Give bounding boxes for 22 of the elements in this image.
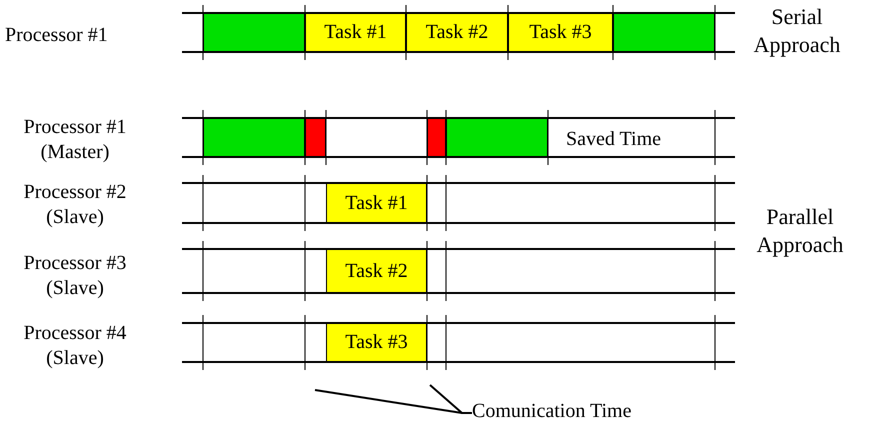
task-block: Task #2 — [326, 249, 427, 293]
task-block: Task #1 — [305, 13, 406, 52]
row-label: Processor #1 (Master) — [22, 115, 128, 165]
leader-line — [429, 384, 472, 414]
communication-block — [305, 118, 326, 157]
process-block — [446, 118, 548, 157]
process-block — [203, 13, 305, 52]
approach-label: Parallel Approach — [756, 203, 844, 258]
communication-block — [427, 118, 446, 157]
row-label: Processor #2 (Slave) — [22, 180, 128, 230]
row-label: Processor #4 (Slave) — [22, 321, 128, 371]
annotation-text: Saved Time — [566, 127, 662, 152]
task-block: Task #3 — [508, 13, 613, 52]
approach-label: Serial Approach — [752, 3, 842, 58]
task-block: Task #2 — [406, 13, 508, 52]
annotation-text: Comunication Time — [472, 400, 632, 422]
row-label: Processor #3 (Slave) — [22, 251, 128, 301]
task-block: Task #1 — [326, 183, 427, 223]
task-block: Task #3 — [326, 323, 427, 362]
process-block — [203, 118, 305, 157]
process-block — [613, 13, 715, 52]
row-label: Processor #1 — [5, 23, 108, 48]
